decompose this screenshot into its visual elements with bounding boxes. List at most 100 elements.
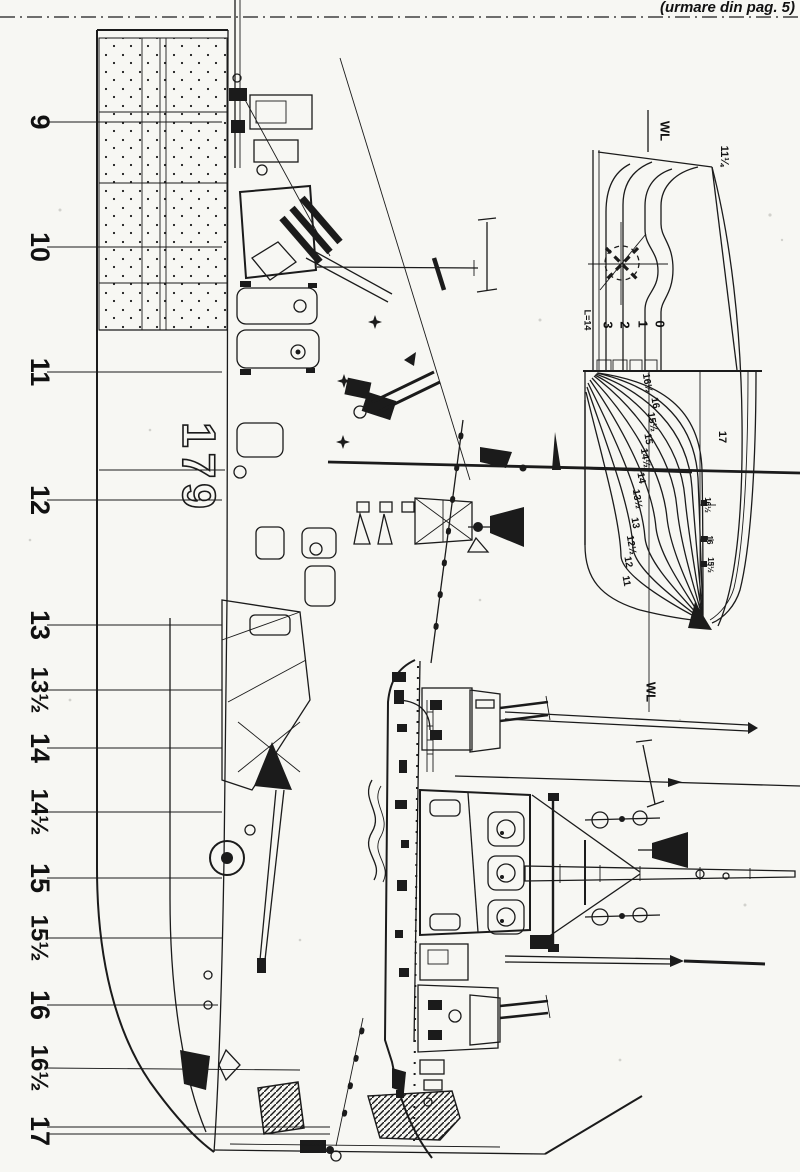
hull-number: 179 [173, 422, 225, 514]
star-icon [337, 374, 351, 388]
section-13half [589, 379, 704, 622]
section-16 [596, 372, 704, 621]
buttock-label-0: 0 [653, 320, 668, 327]
forward-lattice-plan [209, 599, 311, 973]
section-14 [591, 377, 704, 621]
profile-view [213, 659, 800, 1159]
stem-label-17: 17 [716, 431, 728, 443]
body-plan-aft: WL 11¼ L=14 3 2 1 0 [583, 110, 743, 627]
signal-yard [454, 739, 800, 808]
scale-label: L=14 [583, 310, 593, 331]
bow-stay [544, 1095, 643, 1155]
section-label: 15½ [645, 411, 659, 432]
jack-flag [367, 1090, 461, 1141]
forefoot [688, 602, 712, 630]
bridge-porthole [487, 899, 525, 935]
station-16half: 16½ [26, 1045, 301, 1092]
station-label: 14½ [26, 789, 53, 836]
station-label: 11 [25, 358, 55, 387]
section-13 [587, 382, 704, 622]
station-13: 13 [25, 610, 222, 640]
section-label: 12½ [624, 534, 638, 555]
section-label: 16½ [640, 372, 654, 393]
mast-pennant [552, 432, 561, 470]
propeller-symbol [588, 222, 668, 305]
outer-deck-curve [711, 166, 743, 627]
break-wave-lines [367, 779, 386, 883]
bridge-porthole [487, 855, 525, 891]
section-16half [597, 372, 704, 621]
star-icon [368, 315, 382, 329]
station-15: 15 [25, 863, 222, 893]
corner-label: 11¼ [718, 146, 730, 168]
foredeck-details [392, 1059, 445, 1107]
aft-deck-fittings [249, 94, 313, 176]
station-label: 15 [25, 863, 55, 893]
buttock-3 [605, 163, 631, 371]
signal-yard-plan [316, 266, 479, 269]
stem-label-16: 16 [705, 536, 714, 545]
bow-gun-profile [417, 984, 551, 1053]
body-plan-forward: 17 16½ 16 15½ 16½ 16 15½ 15 14½ 14 13½ 1… [582, 359, 762, 712]
station-16: 16 [25, 990, 218, 1020]
windlass-plan [257, 1081, 305, 1135]
stem-inner [709, 370, 749, 621]
station-scale: 9 10 11 12 13 13½ 14 14½ 15 15½ 16 16½ 1… [25, 114, 330, 1146]
inner-sheer-line [169, 618, 207, 1133]
station-label: 14 [25, 733, 55, 763]
buttock-1 [644, 168, 673, 371]
station-10: 10 [25, 232, 222, 262]
station-label: 13½ [26, 667, 53, 714]
lower-yard [504, 935, 766, 967]
section-label: 15 [641, 433, 654, 446]
stem-label-16half: 16½ [703, 497, 712, 513]
bow-flag-group [213, 1017, 643, 1155]
hatches-group-a [236, 281, 320, 375]
station-13half: 13½ [26, 667, 222, 714]
station-12: 12 [25, 485, 222, 515]
section-15 [594, 374, 704, 621]
waterline-top [597, 151, 713, 168]
buttock-0 [660, 166, 699, 371]
davit-gear-upper [584, 810, 661, 829]
antenna-stay [339, 57, 471, 481]
section-14half [593, 375, 704, 621]
section-label: 14½ [638, 447, 652, 468]
aft-gun-profile [421, 687, 551, 753]
davit-gear-lower [584, 907, 661, 926]
section-label: 16 [648, 397, 661, 410]
section-label: 13½ [630, 488, 644, 509]
transom-line [711, 166, 738, 371]
hatches-group-b [233, 422, 337, 607]
station-label: 9 [25, 114, 55, 129]
station-11: 11 [25, 358, 222, 387]
stern-details [392, 672, 434, 772]
hull-deck-edge [213, 29, 229, 1153]
station-label: 16½ [26, 1045, 53, 1092]
wl-label: WL [658, 121, 673, 141]
stern-staff [229, 0, 331, 257]
aa-gun-plan [344, 352, 441, 421]
bow-deck-gear [180, 970, 342, 1162]
pennant-flag [480, 447, 512, 468]
station-15half: 15½ [26, 915, 222, 961]
stem-outer [711, 370, 757, 624]
scan-speckles [28, 208, 784, 1062]
rigging-lines [327, 57, 800, 664]
section-11 [584, 400, 704, 622]
bridge-profile [419, 788, 531, 937]
mast-profile [524, 793, 796, 952]
section-12half [586, 386, 704, 622]
buttock-2 [622, 161, 653, 371]
buttock-label-3: 3 [601, 321, 616, 328]
wl-label: WL [644, 682, 659, 702]
section-label: 11 [620, 575, 633, 588]
davit-lattice-plan [353, 497, 524, 553]
gun-muzzle-plan [257, 958, 266, 973]
station-14half: 14½ [26, 789, 222, 836]
station-14: 14 [25, 733, 222, 763]
deck-star-icons [336, 315, 382, 449]
plan-view [96, 0, 524, 1162]
